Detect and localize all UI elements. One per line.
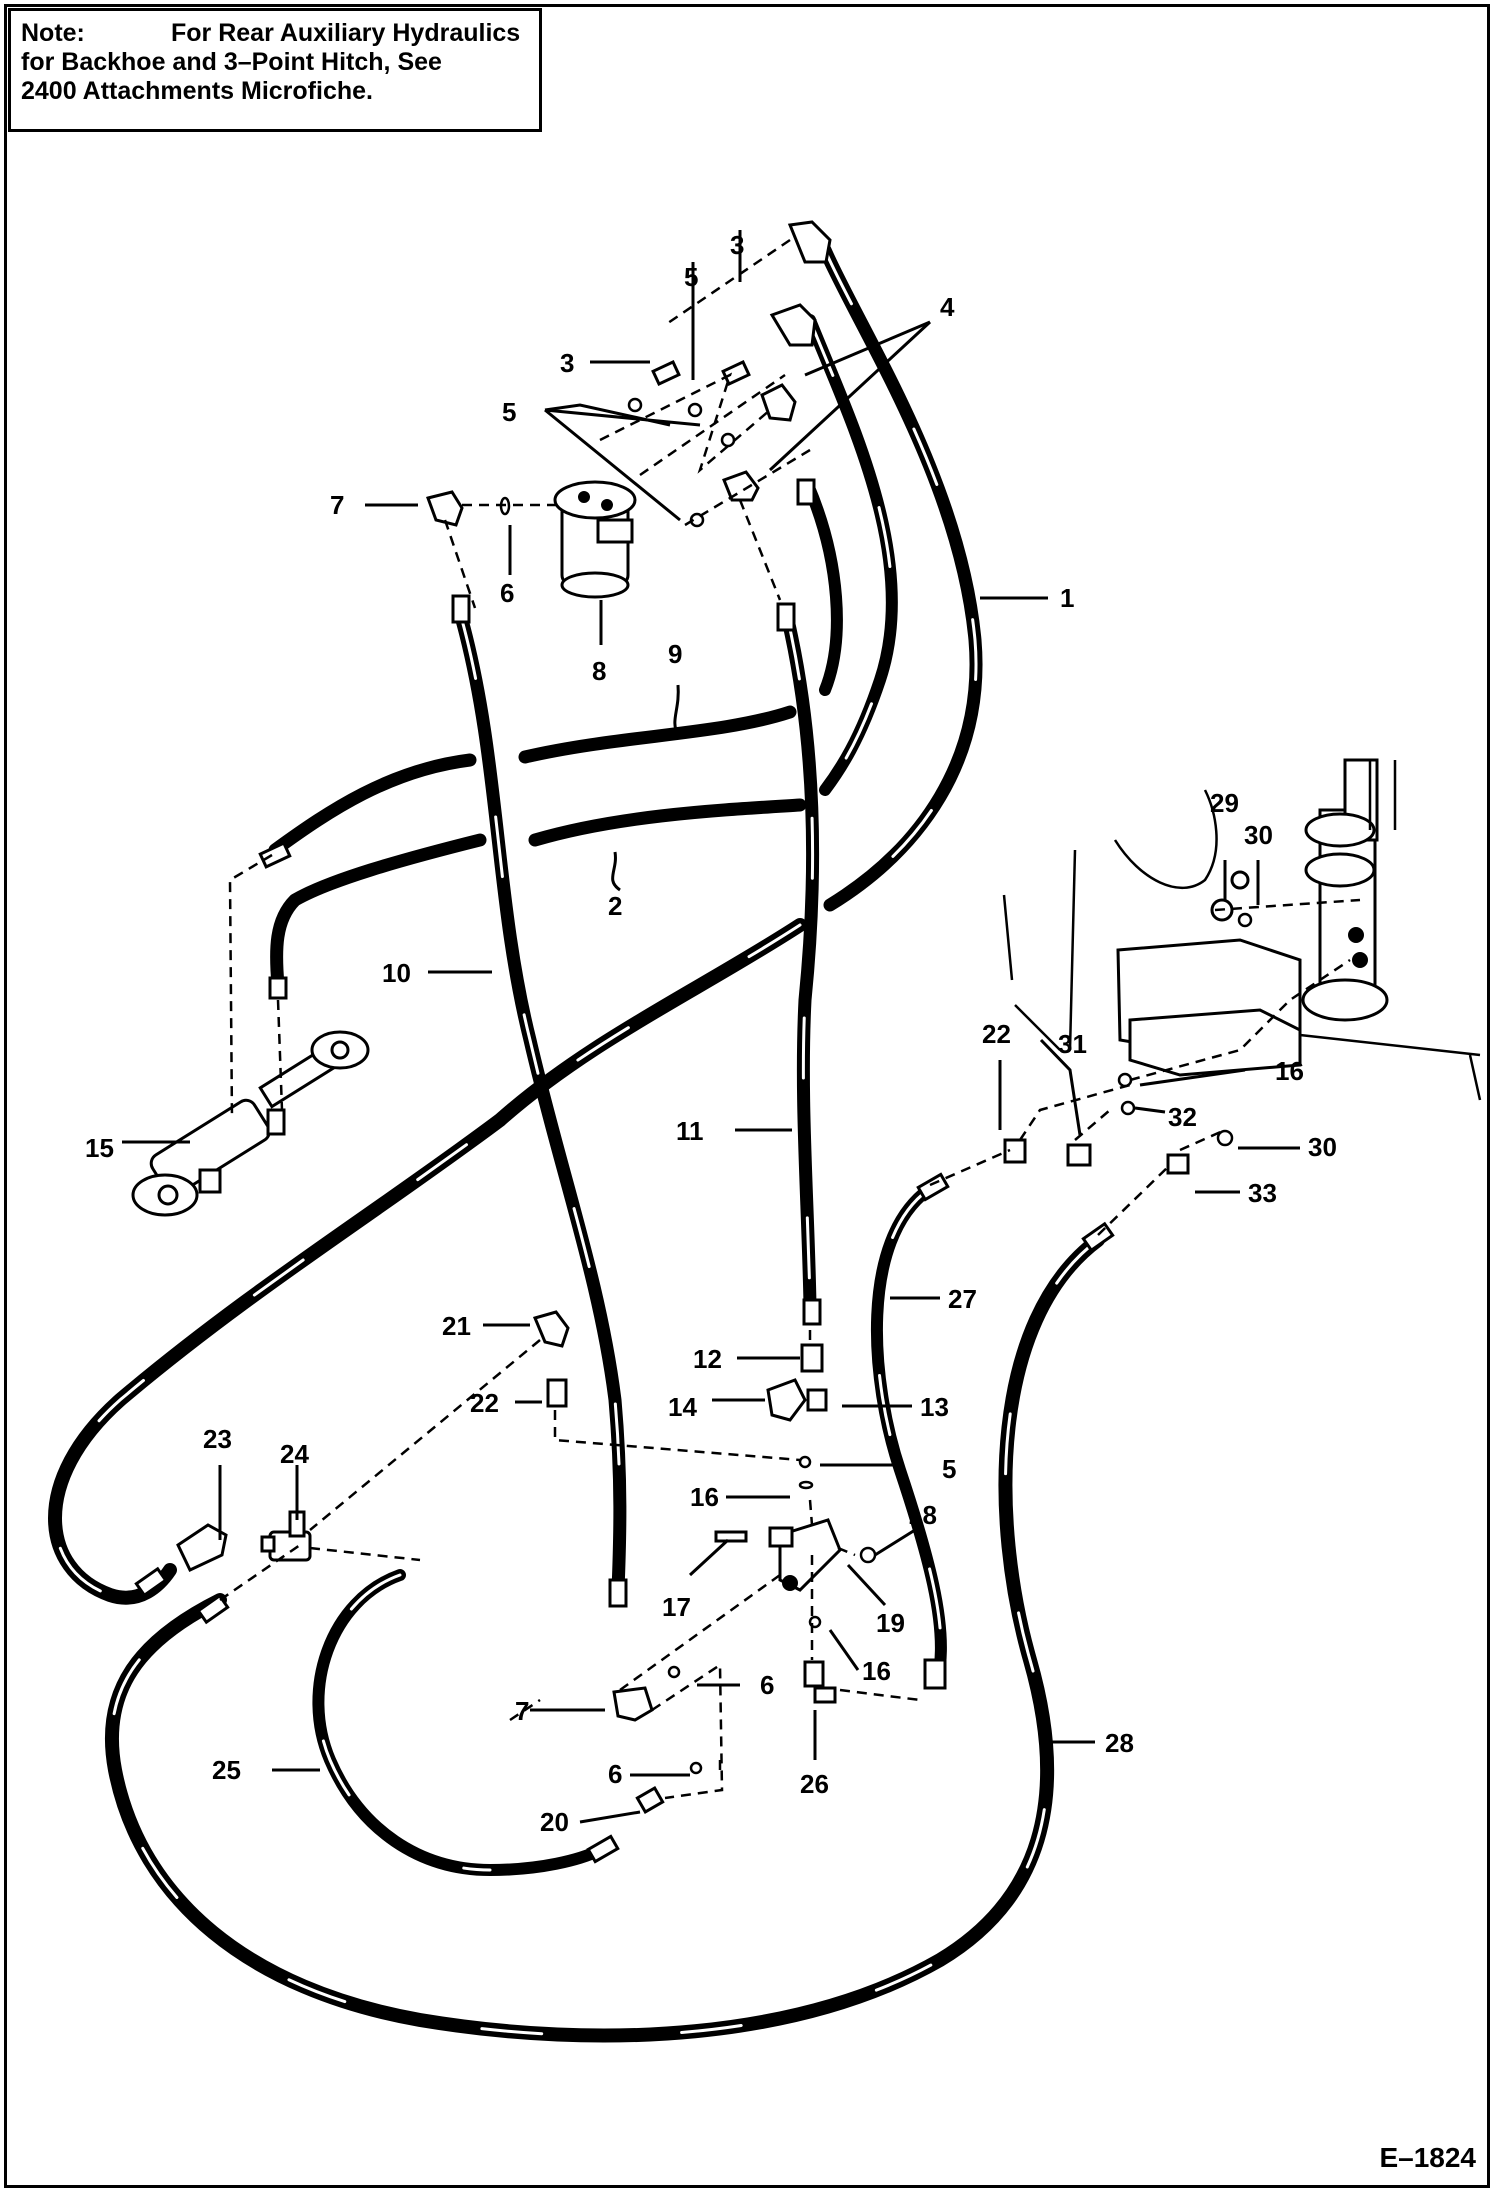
callout-20: 20 bbox=[540, 1807, 569, 1837]
hose-9 bbox=[268, 705, 797, 857]
figure-id: E–1824 bbox=[1379, 2142, 1476, 2173]
callout-6-top: 6 bbox=[500, 578, 514, 608]
callout-22-right: 22 bbox=[982, 1019, 1011, 1049]
callout-13: 13 bbox=[920, 1392, 949, 1422]
callout-30-top: 30 bbox=[1244, 820, 1273, 850]
hose-end-fittings bbox=[134, 594, 1115, 1864]
note-box: Note: For Rear Auxiliary Hydraulics for B… bbox=[8, 8, 542, 132]
note-line-2: for Backhoe and 3–Point Hitch, See bbox=[21, 48, 442, 76]
callout-5-left: 5 bbox=[502, 397, 516, 427]
callout-24: 24 bbox=[280, 1439, 309, 1469]
callout-7-bottom: 7 bbox=[515, 1696, 529, 1726]
callout-9: 9 bbox=[668, 639, 682, 669]
callout-11: 11 bbox=[676, 1116, 704, 1146]
callout-23: 23 bbox=[203, 1424, 232, 1454]
callout-6-bottom: 6 bbox=[608, 1759, 622, 1789]
leader-lines bbox=[122, 230, 1300, 1824]
callout-6-mid: 6 bbox=[760, 1670, 774, 1700]
motor-8 bbox=[553, 480, 637, 599]
note-heading: Note: bbox=[21, 19, 85, 47]
tee-23-24 bbox=[176, 1510, 312, 1572]
fittings-12-13-14 bbox=[766, 1343, 828, 1422]
fittings-7-20-26-bottom bbox=[612, 1660, 837, 1814]
callout-3-top: 3 bbox=[730, 230, 744, 260]
callout-21: 21 bbox=[442, 1311, 471, 1341]
hose-2-long bbox=[48, 918, 807, 1605]
callout-5-mid: 5 bbox=[942, 1454, 956, 1484]
callout-12: 12 bbox=[693, 1344, 722, 1374]
cylinder-15 bbox=[131, 1030, 370, 1217]
hose-25 bbox=[312, 1569, 606, 1876]
callout-2: 2 bbox=[608, 891, 622, 921]
callout-labels: 1 2 3 3 4 5 5 5 6 6 6 7 7 8 9 10 11 12 1… bbox=[85, 230, 1337, 1837]
hose-2 bbox=[270, 798, 807, 992]
hose-10 bbox=[455, 613, 627, 1597]
callout-14: 14 bbox=[668, 1392, 697, 1422]
hose-27 bbox=[870, 1184, 947, 1671]
hose-4a bbox=[804, 314, 898, 796]
callout-33: 33 bbox=[1248, 1178, 1277, 1208]
rear-frame-structure bbox=[1002, 758, 1482, 1175]
callout-22-left: 22 bbox=[470, 1388, 499, 1418]
callout-7-top: 7 bbox=[330, 490, 344, 520]
drawing-frame bbox=[4, 4, 1490, 2188]
callout-5-top: 5 bbox=[684, 262, 698, 292]
o-rings bbox=[499, 397, 1253, 1775]
elbow-7-top bbox=[426, 490, 464, 527]
valve-block-19 bbox=[768, 1518, 842, 1592]
callout-18: 18 bbox=[908, 1500, 937, 1530]
hose-11 bbox=[781, 613, 820, 1312]
fitting-group-top bbox=[651, 220, 832, 506]
callout-30-right: 30 bbox=[1308, 1132, 1337, 1162]
hose-4b bbox=[802, 479, 843, 696]
fittings-21-22-left bbox=[532, 1310, 570, 1408]
note-line-3: 2400 Attachments Microfiche. bbox=[21, 77, 373, 105]
note-line-1: For Rear Auxiliary Hydraulics bbox=[171, 19, 521, 47]
callout-16-low: 16 bbox=[862, 1656, 891, 1686]
callout-28: 28 bbox=[1105, 1728, 1134, 1758]
callout-16-right: 16 bbox=[1275, 1056, 1304, 1086]
hose-1 bbox=[818, 243, 983, 912]
callout-32: 32 bbox=[1168, 1102, 1197, 1132]
callout-25: 25 bbox=[212, 1755, 241, 1785]
callout-1: 1 bbox=[1060, 583, 1074, 613]
callout-27: 27 bbox=[948, 1284, 977, 1314]
callout-17: 17 bbox=[662, 1592, 691, 1622]
callout-16-mid: 16 bbox=[690, 1482, 719, 1512]
callout-4: 4 bbox=[940, 292, 955, 322]
callout-31: 31 bbox=[1058, 1029, 1087, 1059]
dashed-assembly-lines bbox=[219, 238, 1361, 1800]
callout-15: 15 bbox=[85, 1133, 114, 1163]
callout-26: 26 bbox=[800, 1769, 829, 1799]
callout-8: 8 bbox=[592, 656, 606, 686]
callout-3-left: 3 bbox=[560, 348, 574, 378]
callout-10: 10 bbox=[382, 958, 411, 988]
hose-28 bbox=[104, 1233, 1105, 2043]
callout-29: 29 bbox=[1210, 788, 1239, 818]
callout-19: 19 bbox=[876, 1608, 905, 1638]
